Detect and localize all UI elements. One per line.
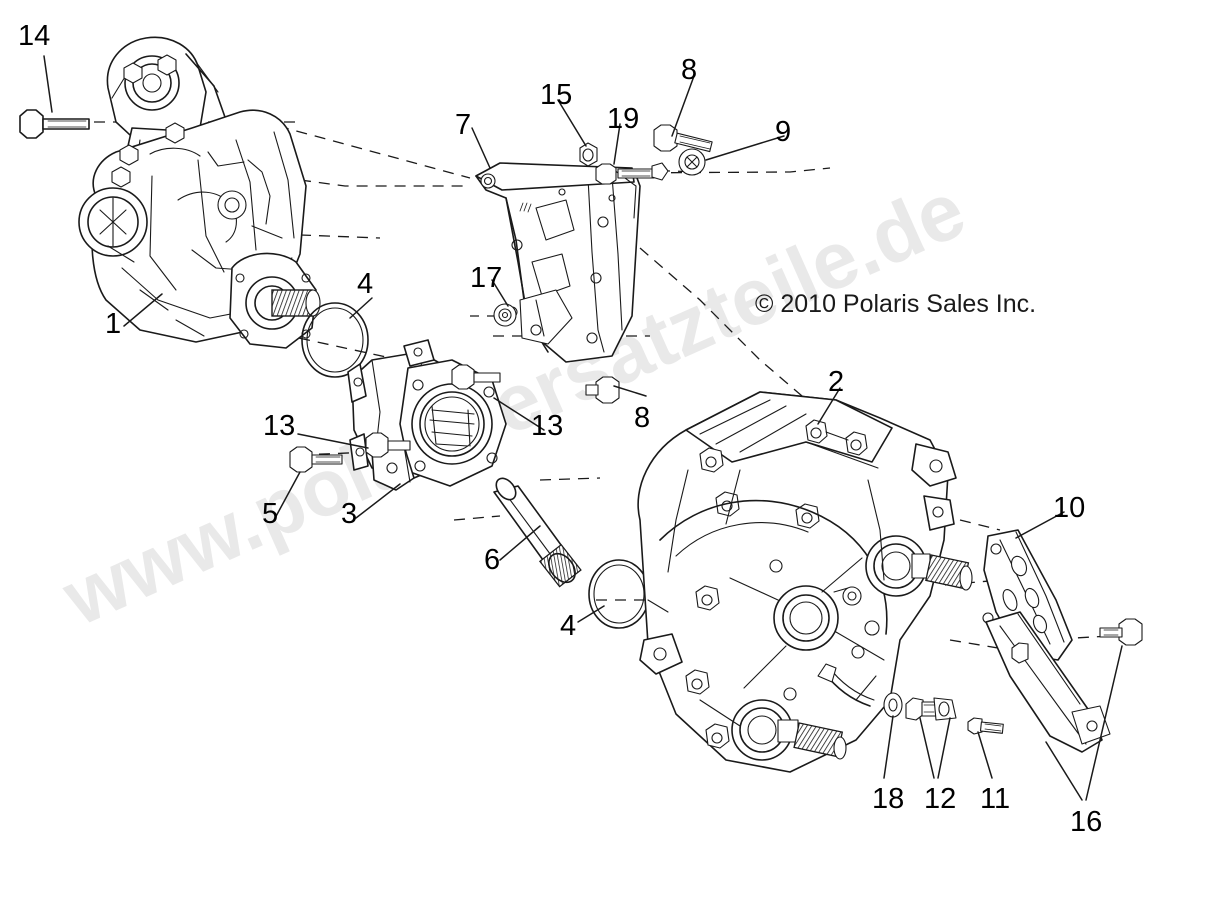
callout-1[interactable]: 1 [105, 308, 122, 340]
callout-12[interactable]: 12 [924, 783, 957, 815]
callout-13-right[interactable]: 13 [531, 410, 564, 442]
part-8-bolt-mid [585, 376, 620, 404]
part-4-o-ring-upper [301, 302, 369, 378]
part-5-bolt [289, 446, 343, 473]
callout-2[interactable]: 2 [828, 366, 845, 398]
part-15-nut [579, 142, 598, 167]
part-14-flange-bolt [19, 109, 90, 139]
callout-5[interactable]: 5 [262, 498, 279, 530]
part-6-prop-shaft [493, 477, 582, 588]
callout-15[interactable]: 15 [540, 79, 573, 111]
part-1-front-gearcase [78, 36, 321, 349]
callout-17[interactable]: 17 [470, 262, 503, 294]
callout-8-top[interactable]: 8 [681, 54, 698, 86]
callout-7[interactable]: 7 [455, 109, 472, 141]
copyright-notice: © 2010 Polaris Sales Inc. [755, 290, 1037, 318]
callout-4-lower[interactable]: 4 [560, 610, 577, 642]
callout-14[interactable]: 14 [18, 20, 51, 52]
part-8-bolt-top [653, 124, 713, 153]
part-7-mount-bracket [475, 162, 641, 363]
part-18-washer [883, 692, 903, 718]
part-17-bushing [493, 303, 517, 327]
callout-4-upper[interactable]: 4 [357, 268, 374, 300]
part-9-washer [678, 148, 706, 176]
part-12-vent-fitting [905, 697, 957, 721]
leader-lines [43, 55, 1123, 801]
part-3-bearing-carrier [347, 339, 507, 491]
part-4-o-ring-lower [588, 559, 650, 629]
callout-16[interactable]: 16 [1070, 806, 1103, 838]
callout-19[interactable]: 19 [607, 103, 640, 135]
callout-13-left[interactable]: 13 [263, 410, 296, 442]
part-16-bolts [1099, 618, 1143, 646]
part-13-bolts [365, 364, 501, 458]
callout-10[interactable]: 10 [1053, 492, 1086, 524]
part-11-screw [967, 717, 1004, 735]
callout-3[interactable]: 3 [341, 498, 358, 530]
callout-8-mid[interactable]: 8 [634, 402, 651, 434]
callout-18[interactable]: 18 [872, 783, 905, 815]
callout-9[interactable]: 9 [775, 116, 792, 148]
part-10-support-bracket [982, 529, 1111, 753]
part-19-stud [595, 162, 669, 185]
callout-6[interactable]: 6 [484, 544, 501, 576]
callout-11[interactable]: 11 [980, 783, 1011, 815]
part-2-transmission [637, 391, 973, 773]
